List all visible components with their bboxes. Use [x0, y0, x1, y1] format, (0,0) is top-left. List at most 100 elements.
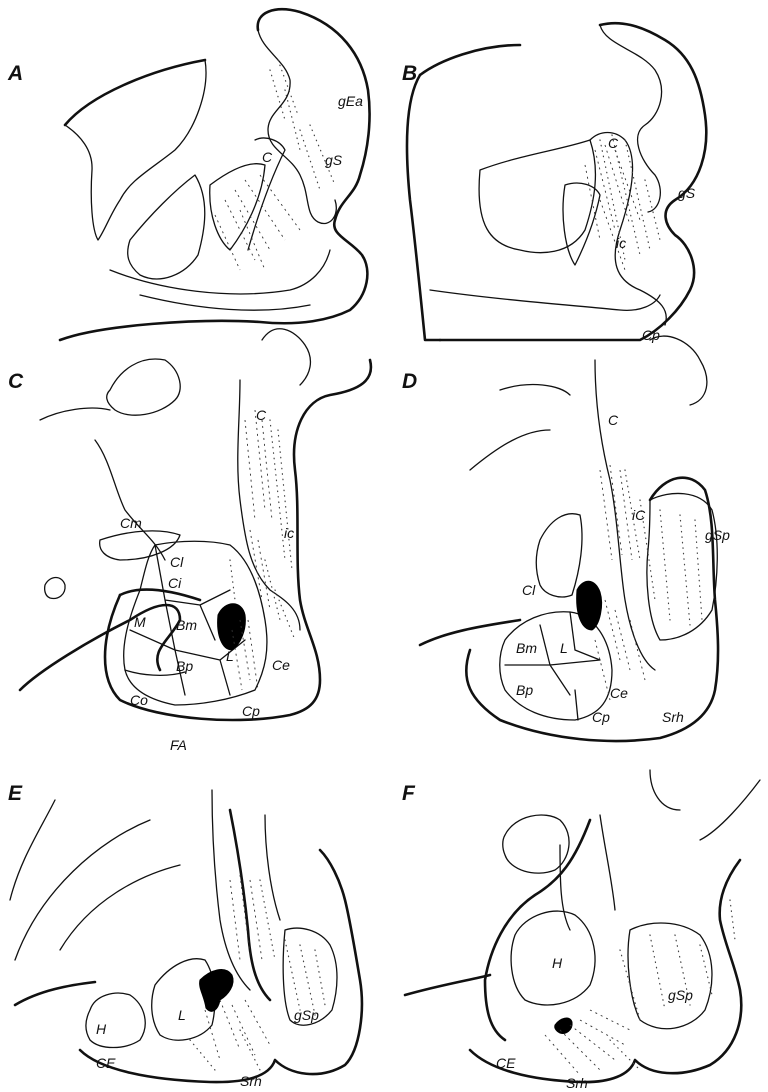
- label-l-c: L: [226, 648, 234, 664]
- label-l-e: L: [178, 1007, 186, 1023]
- panel-f: F H gSp CE Srh: [402, 770, 760, 1091]
- label-srh-d: Srh: [662, 709, 684, 725]
- label-cm-c: Cm: [120, 515, 142, 531]
- panel-c: C C Cm Cl Ci ic M Bm Bp L Ce Co Cp FA: [8, 329, 371, 753]
- label-cp-c: Cp: [242, 703, 260, 719]
- cortex-inner-a: [110, 250, 330, 294]
- ventricle-b: [479, 140, 595, 253]
- label-gs-a: gS: [325, 152, 343, 168]
- label-c-a: C: [262, 149, 273, 165]
- cm-region-c: [100, 531, 180, 560]
- label-fa-c: FA: [170, 737, 187, 753]
- brain-outline-e: [15, 850, 362, 1082]
- striatum-a: [128, 175, 205, 279]
- skull-arc-c: [120, 590, 200, 600]
- gyrus-ea-outline-a: [258, 30, 336, 223]
- cortex-curve-d: [470, 385, 570, 470]
- brain-outline-b: [420, 23, 706, 340]
- lesion-e: [200, 970, 233, 1012]
- gyrus-outline-f: [485, 820, 590, 1040]
- lesion-d: [577, 581, 602, 630]
- blob-top-f: [503, 815, 569, 873]
- hippocampus-outline-e: [86, 993, 145, 1047]
- gyrus-outline-c: [238, 380, 300, 630]
- panel-label-e: E: [8, 782, 23, 805]
- label-gsp-f: gSp: [668, 987, 693, 1003]
- fiber-hatching-a: [215, 175, 300, 270]
- label-gea-a: gEa: [338, 93, 363, 109]
- gyrus-top-d: [650, 336, 707, 405]
- cortex-arc2-e: [15, 820, 150, 960]
- gsp-outline-d: [647, 493, 717, 640]
- panel-e: E H L gSp CE Srh: [8, 782, 362, 1089]
- label-cp-b: Cp: [642, 327, 660, 343]
- panel-label-c: C: [8, 370, 24, 393]
- stipple-b: [600, 135, 660, 260]
- capsule-b: [590, 133, 666, 326]
- lesion-f: [555, 1018, 572, 1033]
- label-ci-c: Ci: [168, 575, 182, 591]
- brain-outline-d: [420, 478, 718, 741]
- label-c-b: C: [608, 135, 619, 151]
- label-bm-c: Bm: [176, 617, 197, 633]
- cortex-arc1-e: [10, 800, 55, 900]
- ventricle-a: [65, 60, 206, 240]
- label-ce-c: Ce: [272, 657, 290, 673]
- label-co-c: Co: [130, 692, 148, 708]
- cortex-arc3-e: [60, 865, 180, 950]
- panel-label-d: D: [402, 370, 417, 393]
- label-h-f: H: [552, 955, 563, 971]
- left-sulcus-c: [45, 578, 65, 599]
- label-ic-c: ic: [284, 525, 294, 541]
- putamen-a: [210, 164, 265, 250]
- label-h-e: H: [96, 1021, 107, 1037]
- panel-label-f: F: [402, 782, 416, 805]
- fiber-hatching-b: [585, 145, 640, 270]
- ventricle-wall-a: [65, 60, 205, 125]
- label-m-c: M: [134, 614, 146, 630]
- label-c-d: C: [608, 412, 619, 428]
- panel-a: A gEa C gS: [7, 9, 370, 340]
- cortex-inner2-a: [140, 295, 310, 310]
- gsp-outline-f: [628, 923, 712, 1029]
- fiber-hatching-e: [205, 875, 270, 1060]
- label-ic-d: iC: [632, 507, 646, 523]
- brain-outline-a: [60, 9, 370, 340]
- label-gsp-e: gSp: [294, 1007, 319, 1023]
- hemisphere-b: [407, 75, 440, 340]
- brain-outline-c: [20, 360, 371, 720]
- stipple-f: [610, 900, 735, 1070]
- putamen-b: [563, 183, 600, 265]
- label-cl-c: Cl: [170, 554, 184, 570]
- label-l-d: L: [560, 640, 568, 656]
- label-ce-f: CE: [496, 1055, 516, 1071]
- cl-region-d: [536, 514, 582, 597]
- label-ic-b: ic: [616, 235, 626, 251]
- label-c-c: C: [256, 407, 267, 423]
- gyrus-inner-e: [212, 790, 280, 990]
- amygdala-outline-d: [500, 612, 612, 720]
- panel-d: D C iC gSp Cl Bm L Bp Ce Cp Srh: [402, 336, 730, 741]
- panel-label-b: B: [402, 62, 417, 85]
- gyrus-outline-d: [595, 360, 655, 670]
- label-bm-d: Bm: [516, 640, 537, 656]
- fiber-hatching-d: [595, 465, 645, 700]
- label-bp-d: Bp: [516, 682, 533, 698]
- label-ce-e: CE: [96, 1055, 116, 1071]
- label-bp-c: Bp: [176, 658, 193, 674]
- label-cl-d: Cl: [522, 582, 536, 598]
- fiber-hatching-f: [545, 1010, 630, 1075]
- panel-b: B C gS ic Cp: [402, 23, 706, 343]
- stipple-a: [270, 60, 335, 190]
- gyrus-top-f: [650, 770, 760, 840]
- brain-outline-f: [405, 860, 741, 1082]
- label-srh-e: Srh: [240, 1073, 262, 1089]
- cortex-inner-b: [430, 290, 660, 310]
- gyrus-top-c: [262, 329, 310, 385]
- label-gs-b: gS: [678, 185, 696, 201]
- corpus-c: [40, 408, 165, 560]
- label-cp-d: Cp: [592, 709, 610, 725]
- label-srh-f: Srh: [566, 1075, 588, 1091]
- head-blob-c: [107, 359, 180, 415]
